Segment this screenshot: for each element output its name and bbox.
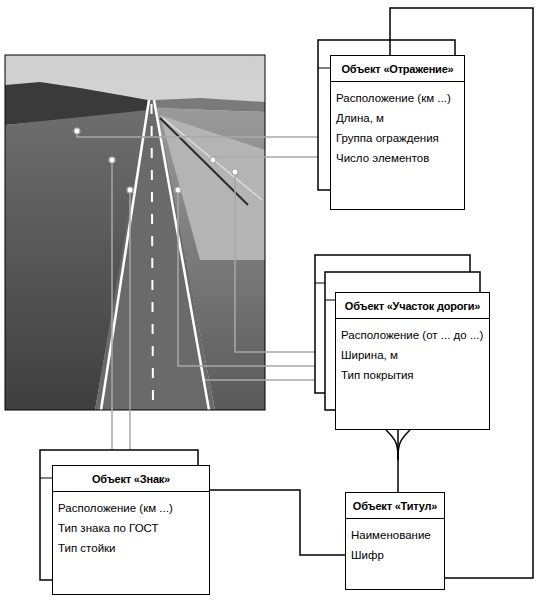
attribute-list: Расположение (км ...)Длина, мГруппа огра… (331, 82, 464, 172)
road-photo (5, 55, 265, 410)
attribute-text: Шифр (351, 545, 440, 565)
attribute-text: Расположение (км ...) (58, 498, 205, 518)
road-edge-line (154, 100, 209, 410)
entity-name: Объект «Отражение» (341, 63, 453, 75)
entity-title: Объект «Знак» (53, 466, 209, 492)
leader-point (109, 157, 115, 163)
leader-point (210, 157, 216, 163)
leader-points (74, 128, 238, 193)
leader-line (213, 157, 330, 160)
attribute-text: Расположение (км ...) (336, 88, 460, 108)
leader-line (77, 131, 330, 137)
attribute-text: Тип знака по ГОСТ (58, 518, 205, 538)
attribute-text: Ширина, м (341, 345, 485, 365)
attribute-text: Длина, м (336, 108, 460, 128)
entity-box: Объект «Отражение» Расположение (км ...)Д… (330, 55, 465, 210)
attribute-text: Число элементов (336, 148, 460, 168)
attribute-text: Тип покрытия (341, 365, 485, 385)
guardrail (163, 118, 262, 200)
leader-point (175, 187, 181, 193)
leader-lines (77, 131, 335, 450)
photo-sky (5, 55, 265, 410)
relation-line (210, 490, 345, 555)
attribute-text: Наименование (351, 525, 440, 545)
attribute-text: Расположение (от ... до ...) (341, 325, 485, 345)
entity-box: Объект «Знак» Расположение (км ...)Тип зн… (52, 465, 210, 595)
crows-foot (386, 430, 398, 460)
attribute-text: Тип стойки (58, 538, 205, 558)
attribute-list: Расположение (км ...)Тип знака по ГОСТТи… (53, 492, 209, 562)
entity-title: Объект «Отражение» (331, 56, 464, 82)
attribute-list: Расположение (от ... до ...)Ширина, мТип… (336, 319, 489, 389)
leader-line (111, 160, 113, 450)
leader-point (74, 128, 80, 134)
photo-frame (5, 55, 265, 410)
attribute-text: Группа ограждения (336, 128, 460, 148)
entity-name: Объект «Знак» (92, 473, 170, 485)
leader-line (129, 190, 131, 450)
relation-line (397, 430, 399, 492)
road-edge-line (101, 100, 149, 410)
leader-line (178, 190, 335, 366)
attribute-list: НаименованиеШифр (346, 519, 444, 569)
entity-name: Объект «Титул» (353, 500, 437, 512)
entity-box: Объект «Титул» НаименованиеШифр (345, 492, 445, 590)
leader-point (232, 169, 238, 175)
crows-foot (398, 430, 410, 460)
entity-title: Объект «Участок дороги» (336, 293, 489, 319)
entity-name: Объект «Участок дороги» (345, 300, 480, 312)
road-center-line (152, 104, 154, 405)
entity-title: Объект «Титул» (346, 493, 444, 519)
leader-point (127, 187, 133, 193)
entity-box: Объект «Участок дороги» Расположение (от … (335, 292, 490, 430)
